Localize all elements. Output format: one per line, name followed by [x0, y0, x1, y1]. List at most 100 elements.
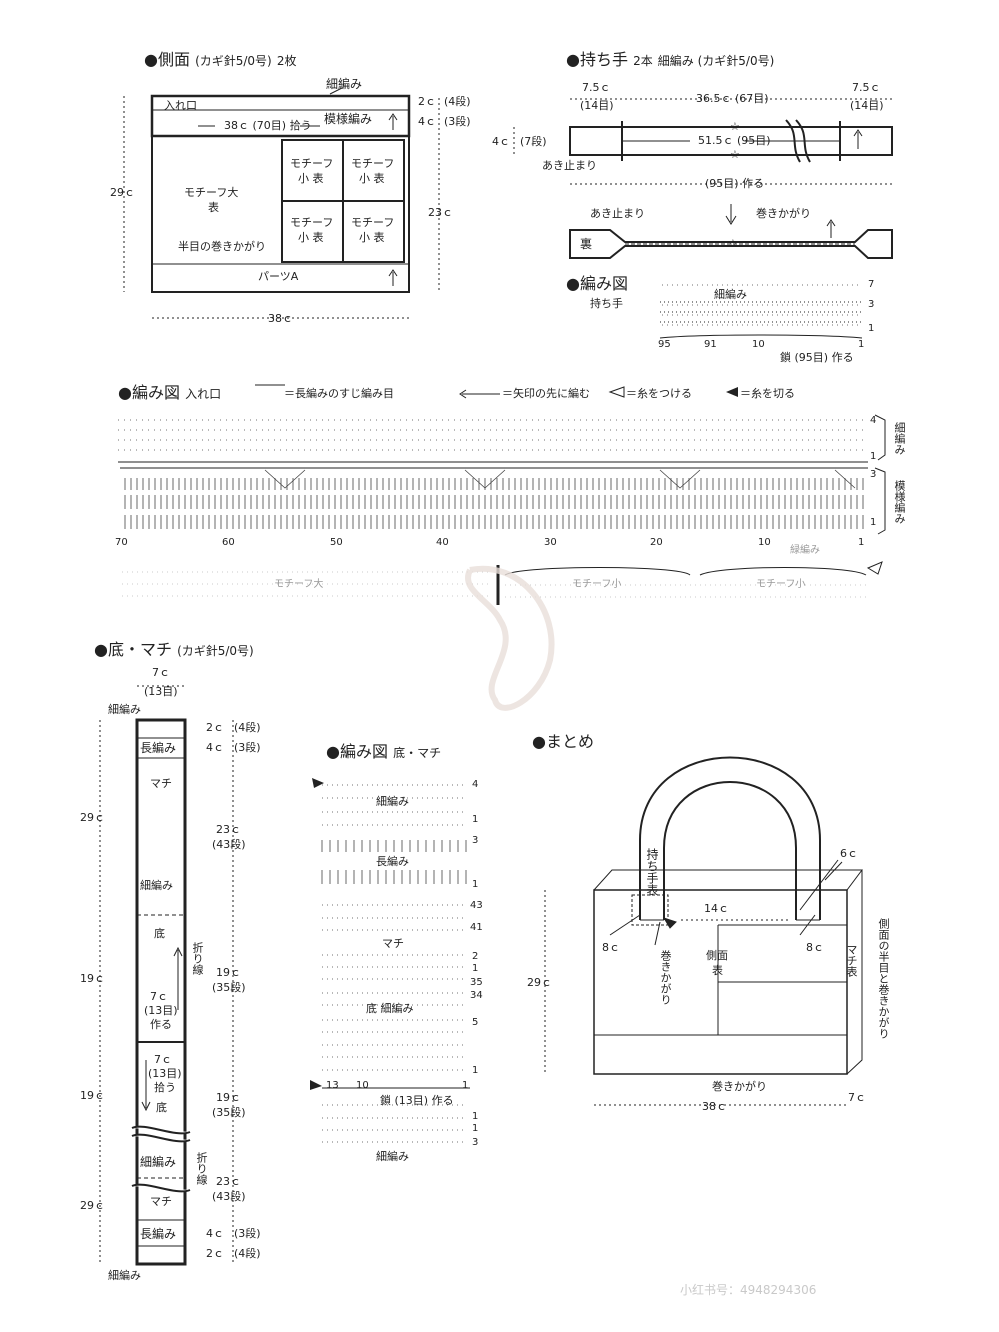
base-chart-row-1b: 1: [472, 879, 479, 890]
base-chart-row-1a: 1: [472, 814, 479, 825]
side-motif-small-4b: 小 表: [359, 231, 385, 244]
opening-row1a: 1: [870, 451, 877, 462]
bottom-d43r: (43段): [212, 838, 246, 851]
bottom-pick-3: 拾う: [154, 1081, 176, 1094]
bottom-gusset-top: マチ: [150, 777, 172, 790]
handle-title: ●持ち手 2本 細編み (カギ針5/0号): [566, 50, 775, 69]
side-height-29: 29ｃ: [110, 186, 135, 199]
side-sc-label: 細編み: [326, 77, 363, 91]
bottom-d19c-b: 19ｃ: [216, 1091, 241, 1104]
bottom-base: 底: [154, 927, 165, 940]
base-chart-base: 底 細編み: [366, 1002, 414, 1015]
bottom-sc-top: 細編み: [108, 703, 141, 716]
legend-cut-yarn: ＝糸を切る: [740, 387, 795, 400]
opening-chart-title: ●編み図 入れ口: [118, 383, 222, 402]
finish-height-29: 29ｃ: [527, 976, 552, 989]
bottom-fold-1: 折り線: [191, 942, 204, 975]
opening-num-30: 30: [544, 537, 557, 548]
handle-folded-star: ☆: [728, 237, 738, 250]
base-chart-row-1e: 1: [472, 1111, 479, 1122]
side-4rows: (4段): [444, 95, 471, 108]
bottom-left-29: 29ｃ: [80, 811, 105, 824]
bottom-pick-1: 7ｃ: [154, 1053, 172, 1066]
finish-side: 側面: [706, 949, 728, 962]
base-chart-sc1: 細編み: [376, 795, 409, 808]
finish-gusset: マチ表: [845, 944, 858, 977]
handle-strip: [569, 126, 893, 156]
opening-edge-label: 緑編み: [790, 545, 820, 556]
handle-right-75: 7.5ｃ: [852, 81, 881, 94]
finish-8c-right: 8ｃ: [806, 941, 824, 954]
handle-stop-label-2: あき止まり: [590, 207, 645, 220]
opening-row4: 4: [870, 415, 877, 426]
side-motif-small-3b: 小 表: [298, 231, 324, 244]
bottom-d4c: 4ｃ: [206, 741, 224, 754]
handle-left-14: (14目): [580, 99, 614, 112]
opening-side-sc: 細編み: [893, 422, 906, 455]
bottom-d4r: (4段): [234, 721, 261, 734]
handle-inner: 51.5ｃ (95目): [698, 134, 771, 147]
finish-whip-bottom: 巻きかがり: [712, 1080, 767, 1093]
bottom-make-1: 7ｃ: [150, 990, 168, 1003]
handle-chart-title: ●編み図: [566, 274, 628, 293]
bottom-dc-top: 長編み: [140, 741, 177, 755]
opening-num-70: 70: [115, 537, 128, 548]
base-chart-row-3b: 3: [472, 1137, 479, 1148]
bottom-sc-low: 細編み: [140, 1155, 177, 1169]
base-chart-chain: 鎖 (13目) 作る: [380, 1094, 454, 1107]
base-chart-13: 13: [326, 1080, 339, 1091]
bottom-d19c: 19ｃ: [216, 966, 241, 979]
base-chart-sc2: 細編み: [376, 1150, 409, 1163]
handle-stop-label: あき止まり: [542, 159, 597, 172]
bottom-strip: [135, 718, 187, 1266]
handle-chart-10: 10: [752, 339, 765, 350]
watermark-text: 小红书号：4948294306: [680, 1283, 817, 1297]
handle-chart-95: 95: [658, 339, 671, 350]
bottom-d3r-b: (3段): [234, 1227, 261, 1240]
bottom-fold-2: 折り線: [195, 1152, 208, 1185]
base-chart-row-1f: 1: [472, 1123, 479, 1134]
bottom-d4r-b: (4段): [234, 1247, 261, 1260]
legend-front-post-dc: ＝長編みのすじ編み目: [284, 387, 394, 400]
bottom-pick-2: (13目): [148, 1067, 182, 1080]
side-motif-big: モチーフ大: [184, 186, 239, 199]
opening-motif-big: モチーフ大: [274, 579, 324, 590]
bottom-d4c-b: 4ｃ: [206, 1227, 224, 1240]
opening-num-60: 60: [222, 537, 235, 548]
bottom-d35r-b: (35段): [212, 1106, 246, 1119]
handle-chart-row7: 7: [868, 279, 875, 290]
bottom-d35r: (35段): [212, 981, 246, 994]
finish-handle: 持ち手表: [645, 848, 659, 896]
side-height-23: 23ｃ: [428, 206, 453, 219]
bottom-make-3: 作る: [150, 1018, 172, 1031]
base-chart-row-43: 43: [470, 900, 483, 911]
finish-6c: 6ｃ: [840, 847, 858, 860]
handle-chart-1: 1: [858, 339, 865, 350]
finish-title: ●まとめ: [532, 732, 594, 751]
finish-14c: 14ｃ: [704, 902, 729, 915]
base-chart-row-3: 3: [472, 835, 479, 846]
handle-height-4: 4ｃ: [492, 135, 510, 148]
base-chart-row-41: 41: [470, 922, 483, 933]
bottom-left-29b: 29ｃ: [80, 1199, 105, 1212]
handle-chart-row1: 1: [868, 323, 875, 334]
opening-num-1: 1: [858, 537, 865, 548]
side-width-38: 38ｃ: [268, 312, 293, 325]
handle-folded: [569, 229, 893, 259]
opening-row3: 3: [870, 469, 877, 480]
base-chart-row-4: 4: [472, 779, 479, 790]
base-chart-row-1c: 1: [472, 963, 479, 974]
handle-right-14: (14目): [850, 99, 884, 112]
side-motif-small-1: モチーフ: [290, 157, 334, 170]
finish-depth-7: 7ｃ: [848, 1091, 866, 1104]
base-chart-title: ●編み図 底・マチ: [326, 742, 442, 761]
base-chart-row-5: 5: [472, 1017, 479, 1028]
bottom-d23c: 23ｃ: [216, 823, 241, 836]
finish-half-whip: 側面の半目と巻きかがり: [877, 918, 890, 1039]
handle-back-label: 裏: [580, 237, 593, 251]
bottom-left-19: 19ｃ: [80, 972, 105, 985]
side-pattern-label: 模様編み: [324, 112, 373, 126]
bottom-d3r: (3段): [234, 741, 261, 754]
side-half-whip: 半目の巻きかがり: [178, 240, 266, 253]
handle-chart-chain: 鎖 (95目) 作る: [780, 351, 854, 364]
